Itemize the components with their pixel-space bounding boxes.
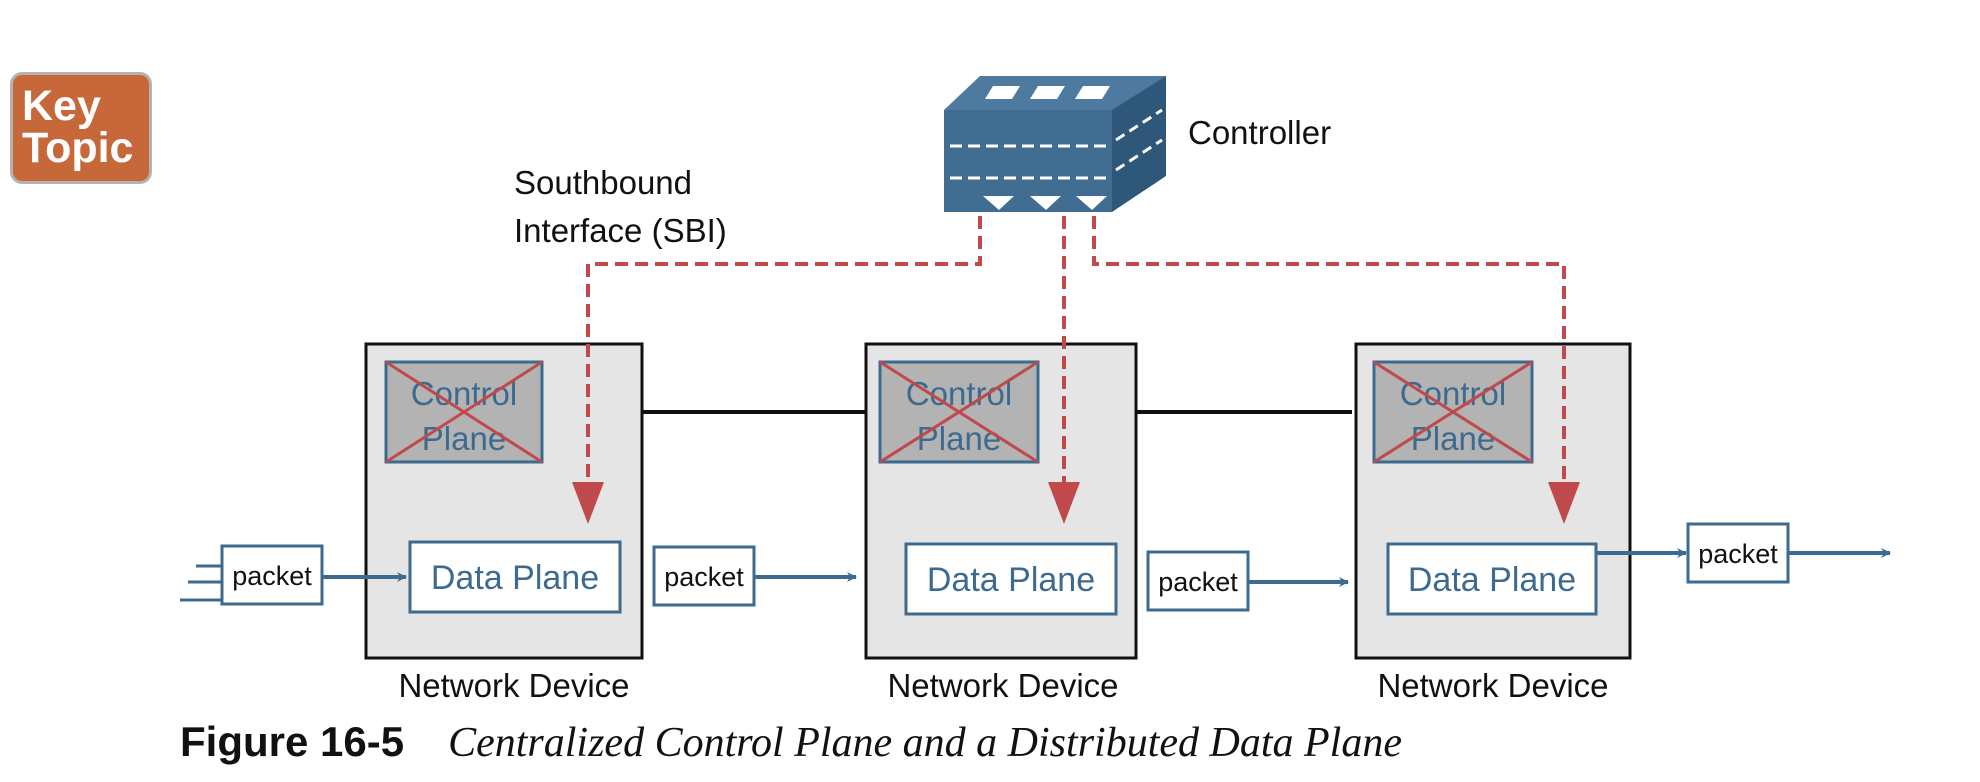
sbi-path-1 [586, 216, 982, 486]
packet-2: packet [652, 545, 756, 607]
sbi-arrowhead-1 [572, 482, 604, 524]
sbi-arrowhead-2 [1048, 482, 1080, 524]
network-device-label: Network Device [398, 667, 629, 704]
data-plane-box-1 [408, 540, 622, 614]
controller-label: Controller [1188, 114, 1331, 151]
packet-4: packet [1686, 522, 1790, 584]
sbi-arrowhead-3 [1548, 482, 1580, 524]
control-plane-label-line2: Plane [422, 420, 506, 457]
network-device-3: Control Plane Data Plane [1354, 342, 1632, 660]
control-plane-label-line2: Plane [1411, 420, 1495, 457]
control-plane-3: Control Plane [1372, 360, 1534, 464]
data-plane-label: Data Plane [1408, 561, 1576, 599]
key-topic-badge: Key Topic [10, 72, 152, 184]
network-device-1: Control Plane Data Plane [364, 342, 644, 660]
control-plane-label-line2: Plane [917, 420, 1001, 457]
sbi-label-line2: Interface (SBI) [514, 212, 727, 249]
control-plane-label-line1: Control [906, 375, 1012, 412]
network-device-label: Network Device [1377, 667, 1608, 704]
control-plane-label-line1: Control [411, 375, 517, 412]
figure-title: Centralized Control Plane and a Distribu… [448, 720, 1402, 766]
control-plane-1: Control Plane [384, 360, 544, 464]
packet-1: packet [220, 544, 324, 606]
control-plane-label-line1: Control [1400, 375, 1506, 412]
packet-label: packet [1158, 567, 1238, 597]
network-device-2: Control Plane Data Plane [864, 342, 1138, 660]
data-plane-label: Data Plane [431, 559, 599, 597]
data-plane-box-3 [1386, 542, 1598, 616]
sbi-path-3 [1092, 216, 1566, 486]
packet-3: packet [1146, 550, 1250, 612]
sbi-connections [586, 216, 1566, 486]
control-plane-2: Control Plane [878, 360, 1040, 464]
data-plane-label: Data Plane [927, 561, 1095, 599]
key-topic-line2: Topic [22, 124, 134, 172]
cross-out-icon [879, 360, 1039, 464]
network-device-label: Network Device [887, 667, 1118, 704]
key-topic-line1: Key [22, 82, 101, 130]
cross-out-icon [1373, 360, 1533, 464]
packet-label: packet [232, 561, 312, 591]
packet-label: packet [664, 562, 744, 592]
controller-icon [944, 76, 1166, 212]
motion-lines [180, 564, 222, 602]
figure-number: Figure 16-5 [180, 718, 405, 765]
figure-caption: Figure 16-5 Centralized Control Plane and… [180, 718, 1402, 767]
packet-label: packet [1698, 539, 1778, 569]
sbi-label-line1: Southbound [514, 164, 692, 201]
cross-out-icon [385, 360, 543, 464]
data-plane-box-2 [904, 542, 1118, 616]
